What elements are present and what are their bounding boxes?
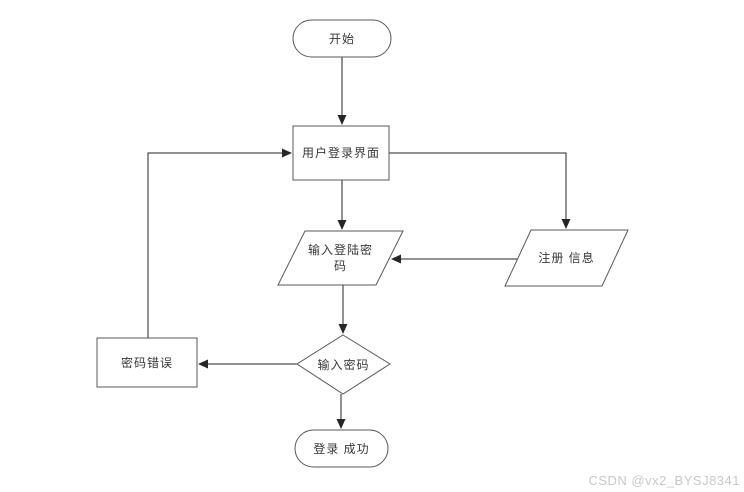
- edge-login-to-register: [389, 152, 571, 229]
- password-check-node-shape: [296, 334, 391, 395]
- csdn-watermark: CSDN @vx2_BYSJ8341: [588, 473, 740, 488]
- edge-error-to-login: [147, 148, 292, 338]
- password-error-node-shape: [96, 337, 198, 388]
- start-node-shape: [292, 19, 392, 58]
- register-info-node-shape: [504, 229, 629, 287]
- login-success-node-shape: [294, 429, 389, 468]
- enter-login-password-node-shape: [277, 230, 404, 286]
- login-screen-node-shape: [292, 125, 390, 181]
